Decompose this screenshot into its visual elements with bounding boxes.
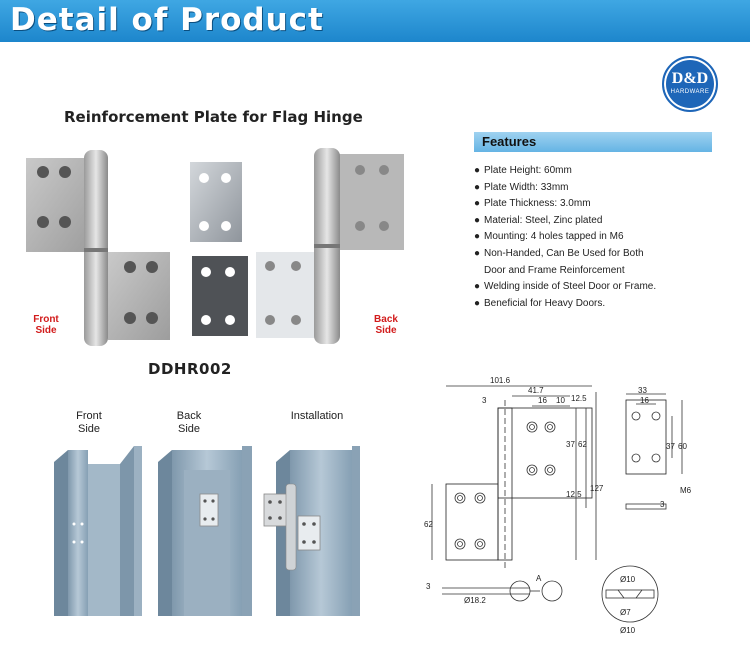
feature-item: ●Mounting: 4 holes tapped in M6 xyxy=(474,231,624,243)
feature-item: ●Plate Thickness: 3.0mm xyxy=(474,198,591,210)
dim-label: 3 xyxy=(426,582,431,591)
back-hinge-image xyxy=(256,148,404,344)
features-title: Features xyxy=(482,134,537,149)
front-hinge-image xyxy=(26,150,170,346)
dim-label: 3 xyxy=(660,500,665,509)
dim-label: 62 xyxy=(578,440,587,449)
dim-label: 62 xyxy=(424,520,433,529)
dim-label: 16 xyxy=(538,396,547,405)
dim-label: 60 xyxy=(678,442,687,451)
feature-item: ●Material: Steel, Zinc plated xyxy=(474,214,603,226)
dim-label: 16 xyxy=(640,396,649,405)
dim-label: 33 xyxy=(638,386,647,395)
features-list: ●Plate Height: 60mm ●Plate Width: 33mm ●… xyxy=(474,163,656,312)
feature-item: ●Welding inside of Steel Door or Frame. xyxy=(474,281,657,293)
installation-image xyxy=(263,446,360,616)
caption-installation: Installation xyxy=(290,410,344,422)
feature-item: ●Plate Width: 33mm xyxy=(474,181,569,193)
dim-label: 37 xyxy=(566,440,575,449)
dim-label: Ø10 xyxy=(620,575,636,584)
feature-item-continued: Door and Frame Reinforcement xyxy=(484,264,625,276)
door-frame-front-image xyxy=(54,446,142,616)
dim-label: 3 xyxy=(482,396,487,405)
dim-label: Ø18.2 xyxy=(464,596,486,605)
reinforcement-plates-image xyxy=(190,162,248,336)
banner-title: Detail of Product xyxy=(10,2,324,38)
feature-item: ●Beneficial for Heavy Doors. xyxy=(474,297,606,309)
model-code: DDHR002 xyxy=(148,360,232,378)
dim-label: Ø7 xyxy=(620,608,631,617)
dim-label: 37 xyxy=(666,442,675,451)
dim-label: 12.5 xyxy=(566,490,582,499)
technical-drawing xyxy=(431,385,683,623)
dim-label: 101.6 xyxy=(490,376,511,385)
dim-label: A xyxy=(536,574,542,583)
feature-item: ●Plate Height: 60mm xyxy=(474,165,572,176)
dim-label: 127 xyxy=(590,484,604,493)
dim-label: 41.7 xyxy=(528,386,544,395)
door-frame-back-image xyxy=(158,446,252,616)
logo-sub-text: HARDWARE xyxy=(670,89,710,95)
dim-label: Ø10 xyxy=(620,626,636,635)
logo-main-text: D&D xyxy=(671,70,709,87)
dim-label: 10 xyxy=(556,396,565,405)
dim-label: M6 xyxy=(680,486,692,495)
product-heading: Reinforcement Plate for Flag Hinge xyxy=(64,108,363,126)
dim-label: 12.5 xyxy=(571,394,587,403)
features-header: Features xyxy=(474,132,712,152)
header-banner: Detail of Product xyxy=(0,0,750,42)
feature-item: ●Non-Handed, Can Be Used for Both xyxy=(474,247,644,259)
brand-logo: D&D HARDWARE xyxy=(662,56,718,112)
